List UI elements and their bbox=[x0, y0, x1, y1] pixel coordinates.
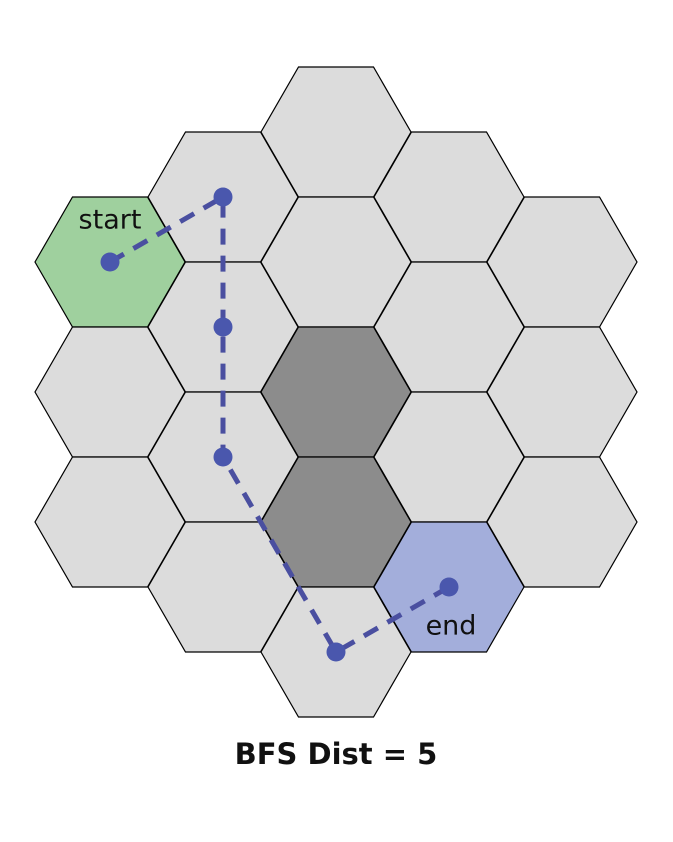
bfs-distance-caption: BFS Dist = 5 bbox=[235, 737, 438, 771]
path-node bbox=[213, 447, 233, 467]
bfs-path-line bbox=[108, 194, 451, 655]
path-node bbox=[213, 187, 233, 207]
path-node bbox=[213, 317, 233, 337]
start-label: start bbox=[79, 205, 142, 236]
path-node bbox=[326, 642, 346, 662]
end-label: end bbox=[426, 611, 477, 642]
path-node bbox=[439, 577, 459, 597]
hex-cell bbox=[486, 456, 638, 588]
hex-cells bbox=[34, 66, 638, 718]
path-node bbox=[100, 252, 120, 272]
bfs-path-nodes bbox=[100, 187, 459, 662]
